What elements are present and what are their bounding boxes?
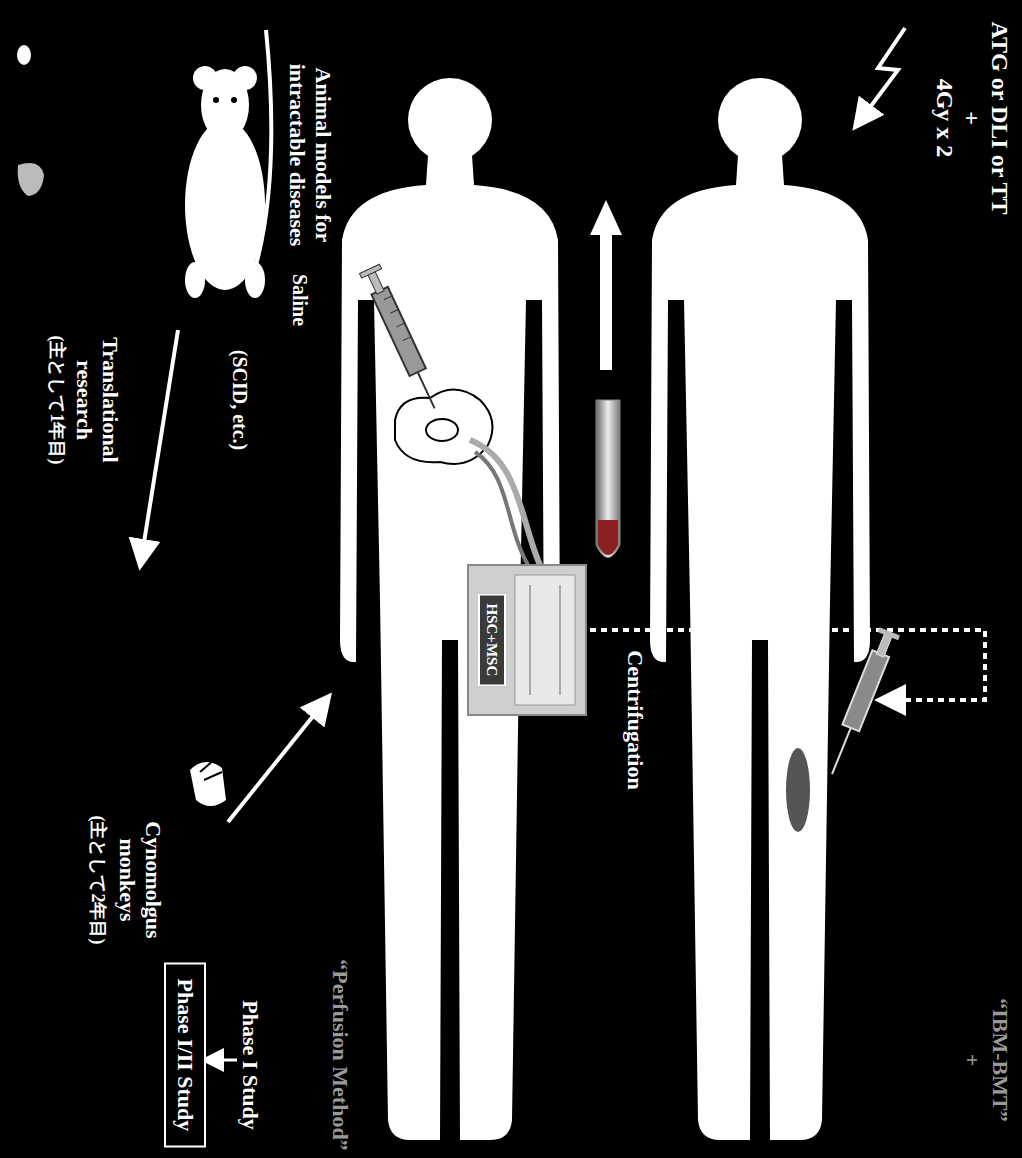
conditioning-label: ATG or DLI or TT	[986, 3, 1015, 233]
plus-sign: +	[959, 1040, 985, 1080]
illustration-part	[468, 565, 586, 715]
illustration-part	[515, 575, 575, 705]
section-label: Animal models for intractable diseases	[284, 48, 337, 263]
arrow	[142, 330, 178, 555]
illustration-part	[18, 163, 44, 196]
illustration-part	[598, 520, 618, 555]
device-panel: HSC+MSC	[478, 594, 506, 687]
phase-box: Phase I/II Study	[164, 963, 206, 1148]
illustration-part	[185, 262, 205, 298]
illustration-part	[384, 296, 392, 300]
tubing	[475, 452, 528, 565]
illustration-part	[403, 337, 411, 341]
node-text: Phase I/II Study	[172, 979, 198, 1132]
step-label: Centrifugation	[622, 635, 648, 805]
illustration-part	[190, 762, 226, 806]
mouse-figure	[185, 30, 271, 298]
conditioning-label: 4Gy x 2	[931, 58, 960, 178]
small-icons	[17, 45, 44, 196]
arrow	[212, 1059, 237, 1062]
illustration-part	[878, 627, 900, 640]
monkey-icon	[190, 760, 226, 806]
collection-machine	[468, 565, 586, 715]
saline-syringe	[360, 264, 445, 413]
illustration-part	[559, 585, 561, 695]
section-label: Cynomolgus monkeys	[114, 810, 167, 950]
illustration-part	[426, 419, 458, 441]
plus-sign: +	[958, 98, 987, 138]
centrifuge-tube	[596, 400, 620, 558]
section-label: Translational research	[71, 320, 124, 480]
illustration-part	[193, 66, 217, 90]
illustration-part	[390, 309, 398, 313]
recipient-figure	[650, 78, 870, 1140]
illustration-part	[596, 400, 620, 558]
illustration-part	[231, 97, 237, 103]
illustration-part	[590, 200, 622, 235]
illustration-part	[397, 323, 405, 327]
illustration-part	[360, 264, 382, 278]
phase-label: Phase I Study	[237, 980, 263, 1150]
irradiation-bolt	[862, 28, 905, 118]
method-label: “IBM-BMT”	[987, 975, 1013, 1145]
illustration-part	[600, 230, 612, 370]
illustration-part	[418, 372, 435, 408]
illustration-part	[842, 650, 889, 731]
illustration-part	[200, 760, 222, 780]
illustration-part	[17, 45, 31, 65]
period-note: (主として1年目)	[45, 315, 67, 485]
illustration-part	[233, 66, 257, 90]
marrow-injection	[786, 748, 810, 832]
illustration-part	[529, 585, 531, 695]
period-note: (主として2年目)	[86, 795, 108, 965]
node-text: HSC+MSC	[483, 604, 501, 677]
injection-syringe	[822, 627, 900, 778]
illustration-part	[832, 728, 851, 774]
step-label: Saline	[288, 250, 312, 350]
illustration-part	[213, 97, 219, 103]
illustration-part	[876, 634, 892, 657]
model-note: (SCID, etc.)	[228, 335, 252, 465]
tubing	[470, 440, 540, 565]
illustration-part	[371, 287, 425, 376]
transfer-arrow	[590, 200, 622, 370]
dotted-route	[590, 630, 985, 700]
illustration-part	[245, 262, 265, 298]
caption: “Perfusion Method”	[327, 940, 353, 1158]
arrow	[228, 705, 322, 822]
